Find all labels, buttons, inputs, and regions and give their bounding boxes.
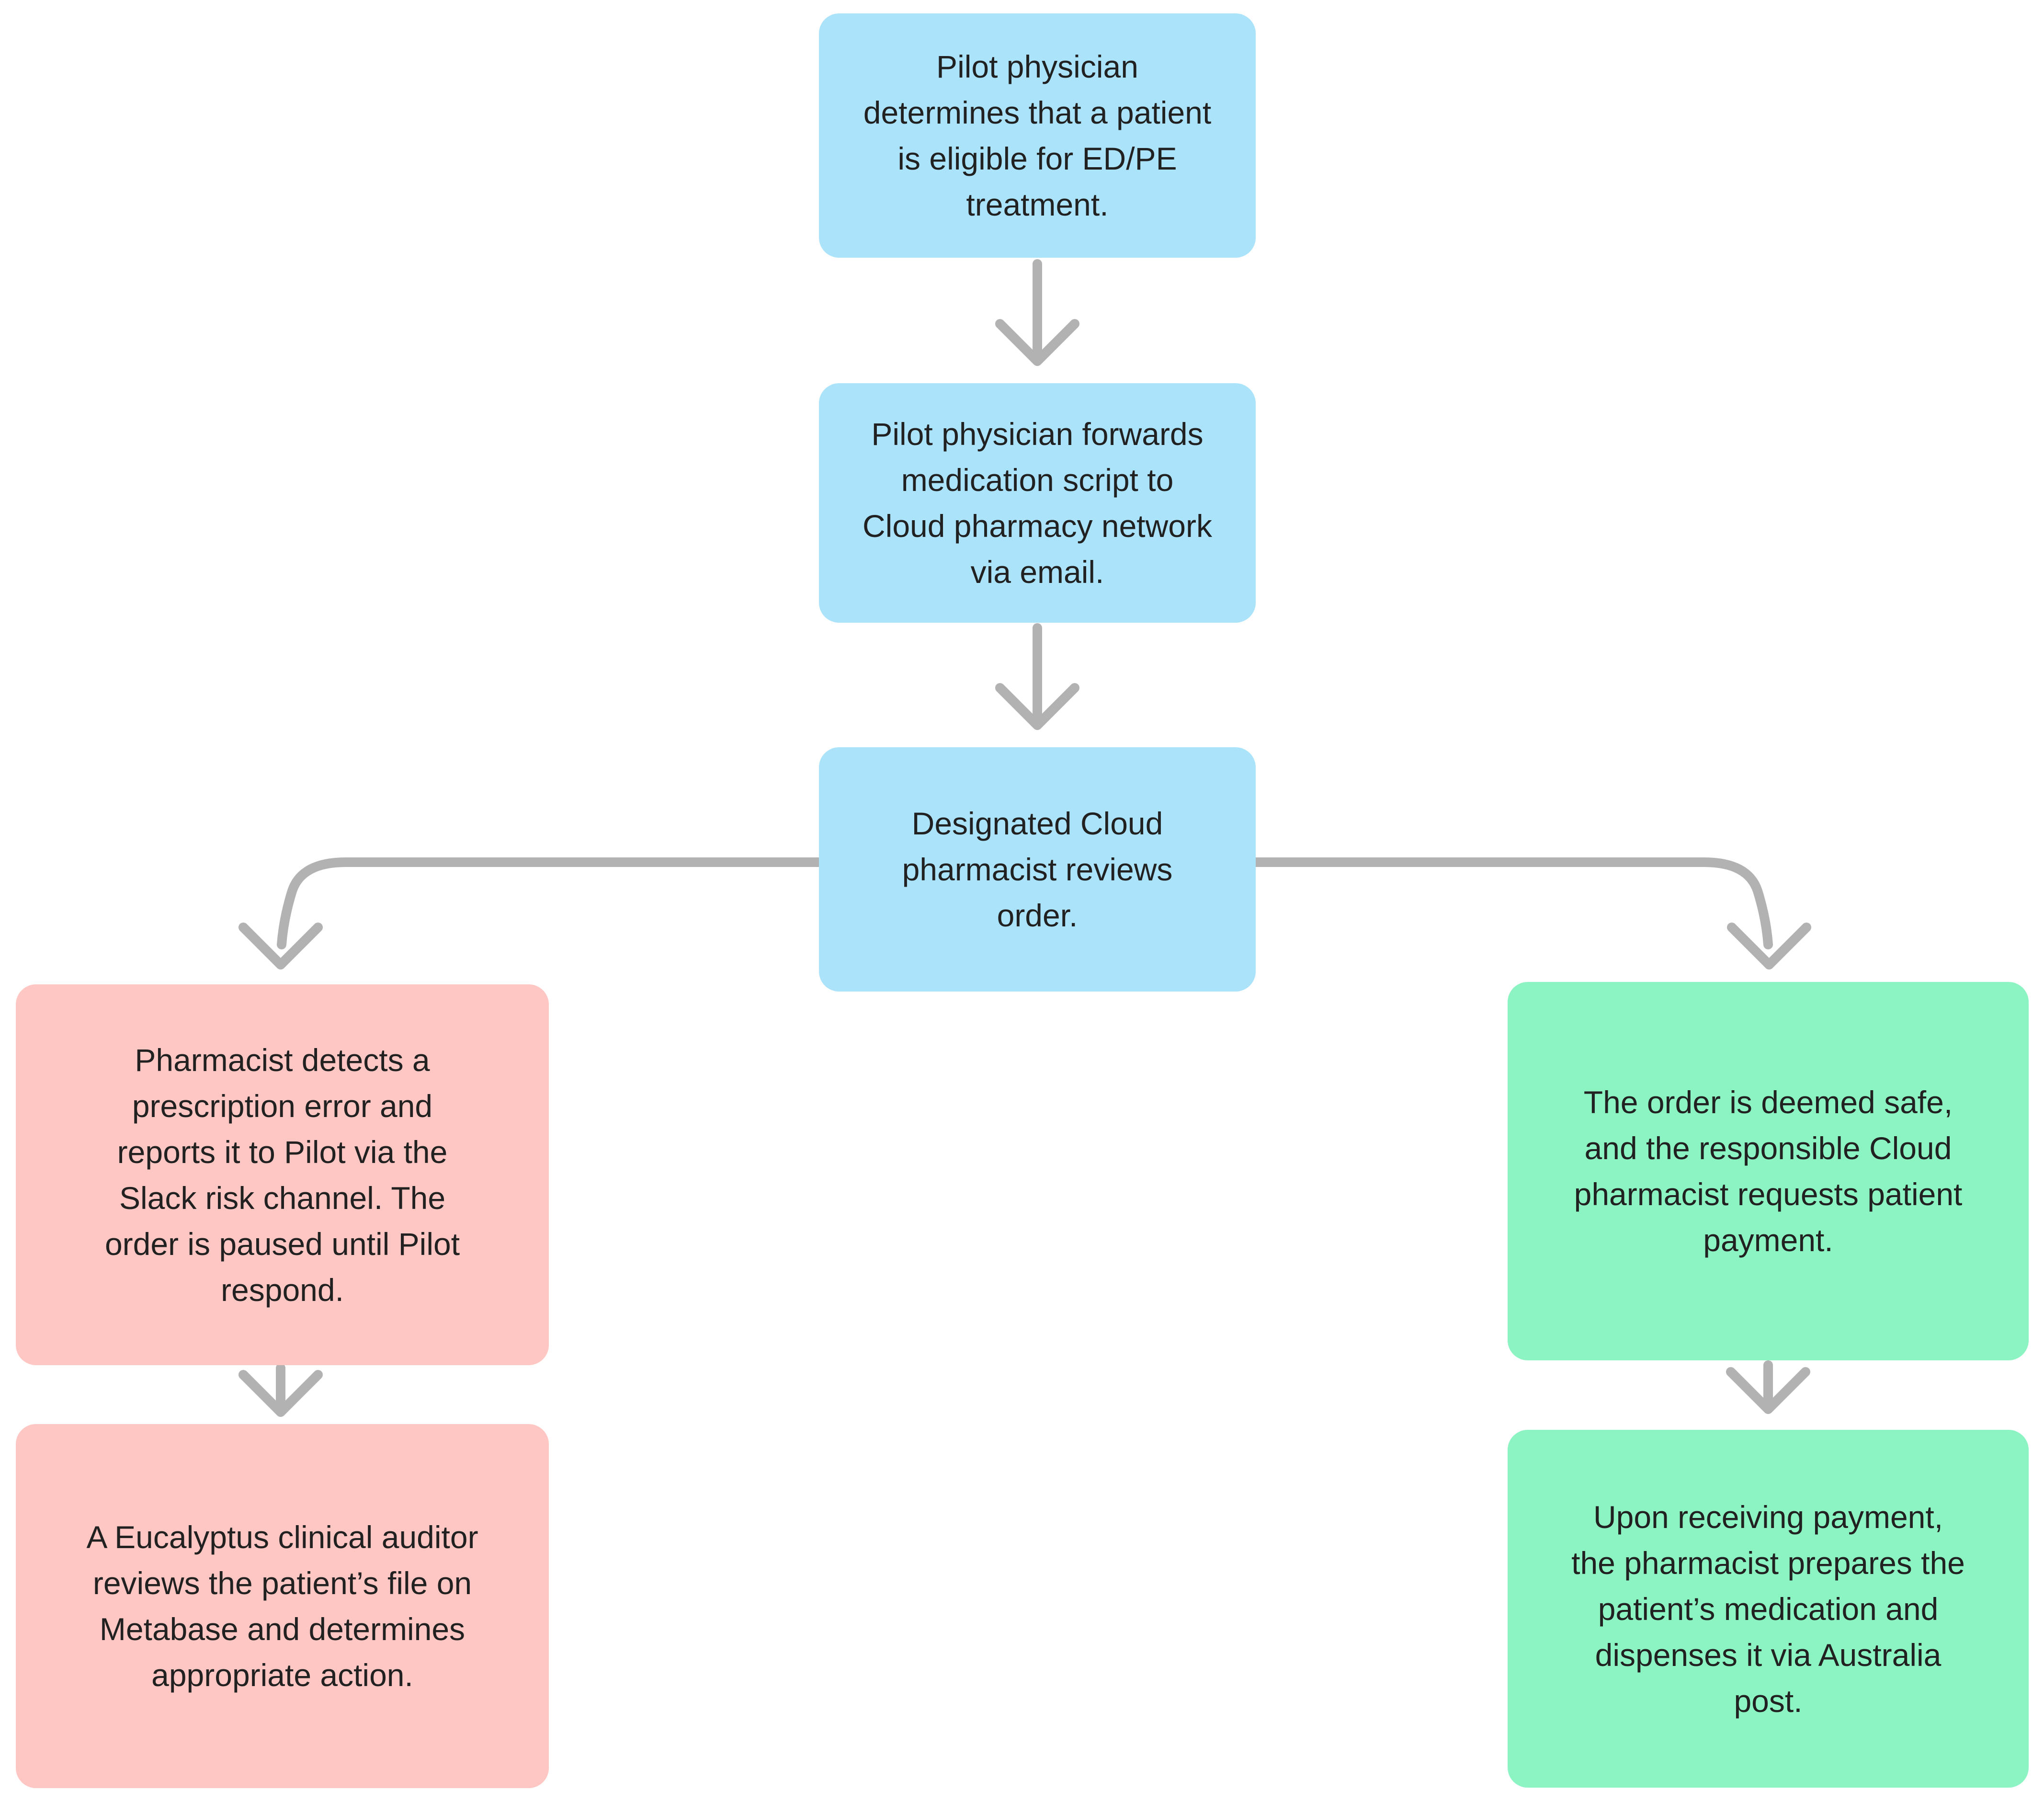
arrow-head-icon (995, 683, 1079, 730)
arrow-head-icon (995, 319, 1079, 366)
node-order-safe-text: The order is deemed safe, and the respon… (1574, 1084, 1963, 1258)
node-eligibility-text: Pilot physician determines that a patien… (863, 49, 1212, 222)
edge-order-safe-to-dispense (1726, 1360, 1810, 1414)
arrow-head-icon (1726, 1367, 1810, 1414)
node-order-safe: The order is deemed safe, and the respon… (1508, 982, 2029, 1360)
node-clinical-audit-text: A Eucalyptus clinical auditor reviews th… (86, 1519, 478, 1693)
arrow-shaft (277, 857, 824, 949)
arrow-head-icon (1727, 923, 1811, 969)
node-prescription-error-text: Pharmacist detects a prescription error … (104, 1042, 460, 1308)
edge-forward-script-to-review-order (995, 623, 1079, 730)
arrow-head-icon (238, 1370, 323, 1417)
node-clinical-audit: A Eucalyptus clinical auditor reviews th… (16, 1424, 549, 1788)
node-forward-script-text: Pilot physician forwards medication scri… (863, 416, 1212, 590)
edge-review-order-to-order-safe (1251, 857, 1811, 969)
node-review-order-text: Designated Cloud pharmacist reviews orde… (902, 806, 1173, 933)
edge-eligibility-to-forward-script (995, 259, 1079, 366)
node-eligibility: Pilot physician determines that a patien… (819, 13, 1256, 258)
edge-prescription-error-to-clinical-audit (238, 1363, 323, 1417)
node-review-order: Designated Cloud pharmacist reviews orde… (819, 747, 1256, 992)
arrow-shaft (1251, 857, 1773, 949)
node-dispense-text: Upon receiving payment, the pharmacist p… (1571, 1499, 1965, 1719)
arrow-head-icon (238, 923, 323, 969)
node-dispense: Upon receiving payment, the pharmacist p… (1508, 1430, 2029, 1788)
edge-review-order-to-prescription-error (238, 857, 824, 969)
node-prescription-error: Pharmacist detects a prescription error … (16, 984, 549, 1365)
node-forward-script: Pilot physician forwards medication scri… (819, 383, 1256, 623)
